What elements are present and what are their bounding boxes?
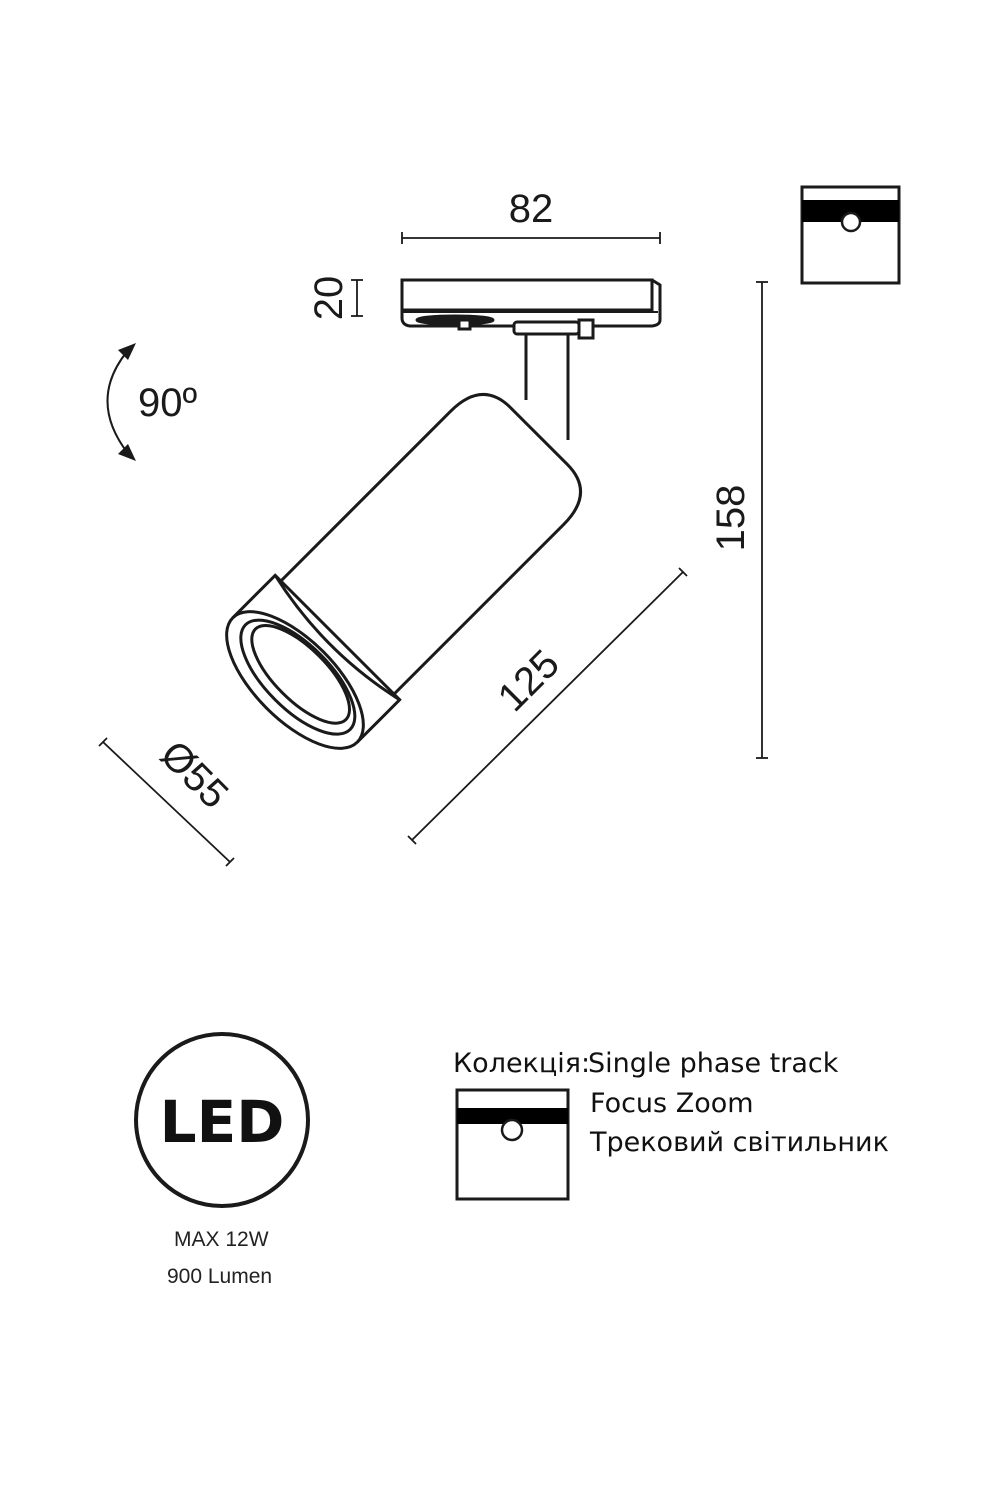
diameter-label: Ø55 bbox=[152, 733, 237, 818]
power-text: MAX 12W bbox=[174, 1228, 269, 1251]
dimension-track-height bbox=[351, 279, 363, 317]
dimension-diameter bbox=[98, 737, 235, 867]
length-label: 125 bbox=[490, 642, 568, 720]
dimension-total-height bbox=[756, 281, 768, 759]
product-type: Трековий світильник bbox=[590, 1127, 889, 1158]
rotation-arrow-icon bbox=[106, 343, 136, 461]
dimension-length bbox=[407, 567, 688, 845]
series-name: Focus Zoom bbox=[590, 1088, 754, 1119]
track-adapter bbox=[400, 278, 662, 440]
spotlight-body bbox=[225, 392, 583, 750]
rotation-label: 90º bbox=[138, 381, 197, 425]
collection-label: Колекція: bbox=[453, 1048, 591, 1079]
led-label: LED bbox=[160, 1088, 285, 1156]
single-phase-track-icon bbox=[800, 185, 901, 285]
collection-value: Single phase track bbox=[588, 1048, 839, 1079]
track-height-label: 20 bbox=[307, 276, 351, 321]
led-badge bbox=[134, 1032, 310, 1208]
width-label: 82 bbox=[509, 187, 554, 231]
single-phase-track-icon-legend bbox=[455, 1088, 570, 1201]
total-height-label: 158 bbox=[709, 485, 753, 552]
lumen-text: 900 Lumen bbox=[167, 1265, 273, 1288]
dimension-width bbox=[401, 232, 661, 244]
